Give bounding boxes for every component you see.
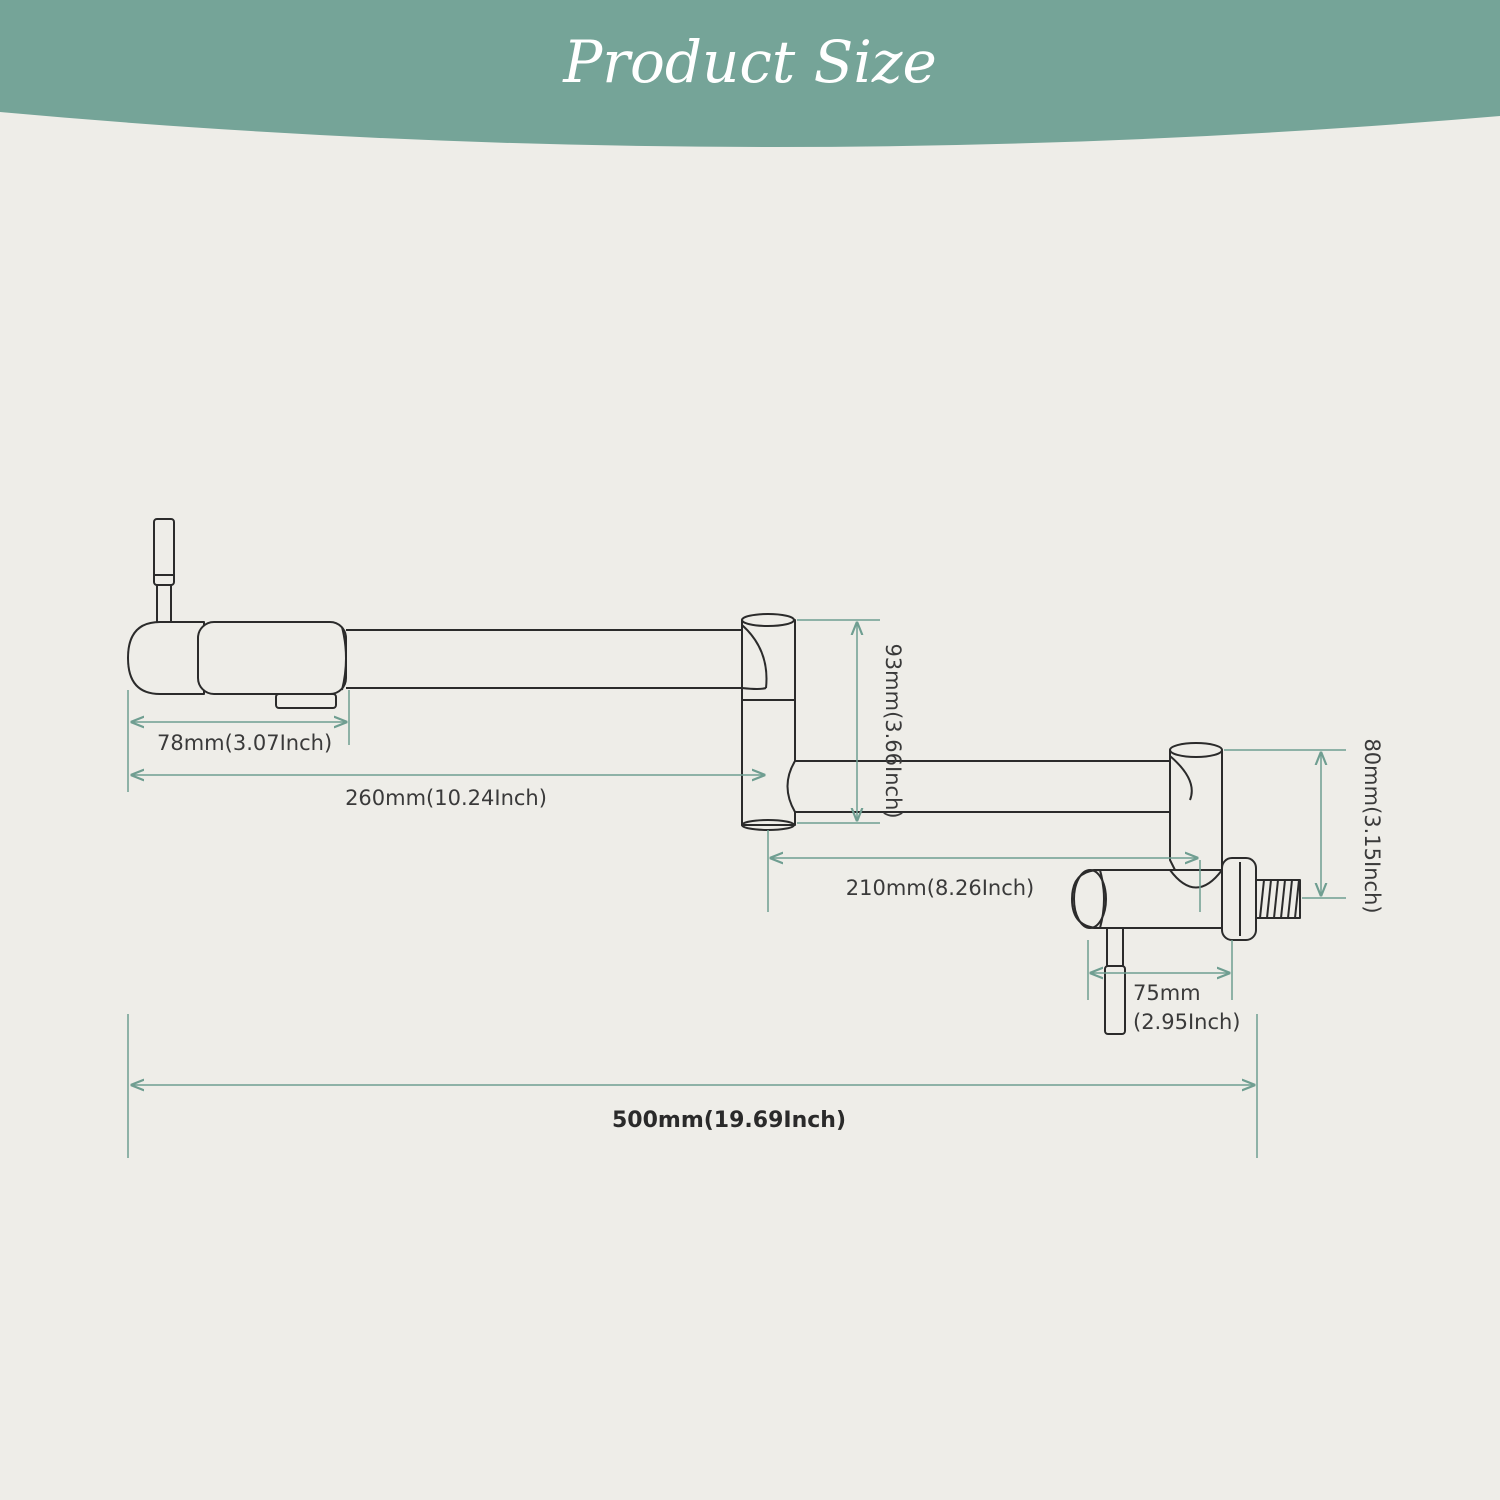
header-banner — [0, 0, 1500, 148]
dimension-label-second-arm: 210mm(8.26Inch) — [846, 876, 1035, 900]
faucet-outline — [127, 518, 1301, 1035]
dimension-label-first-arm: 260mm(10.24Inch) — [345, 786, 547, 810]
dimension-label-valve-mm: 75mm — [1133, 981, 1201, 1005]
dimension-lines — [127, 619, 1346, 1158]
dimension-label-elbow-height: 93mm(3.66Inch) — [881, 643, 905, 818]
page-title: Product Size — [562, 28, 937, 96]
dimension-label-total-length: 500mm(19.69Inch) — [612, 1108, 846, 1133]
dimension-label-base-height: 80mm(3.15Inch) — [1360, 738, 1384, 913]
dimension-label-spout-end: 78mm(3.07Inch) — [157, 731, 332, 755]
dimension-label-valve-inch: (2.95Inch) — [1133, 1010, 1241, 1034]
